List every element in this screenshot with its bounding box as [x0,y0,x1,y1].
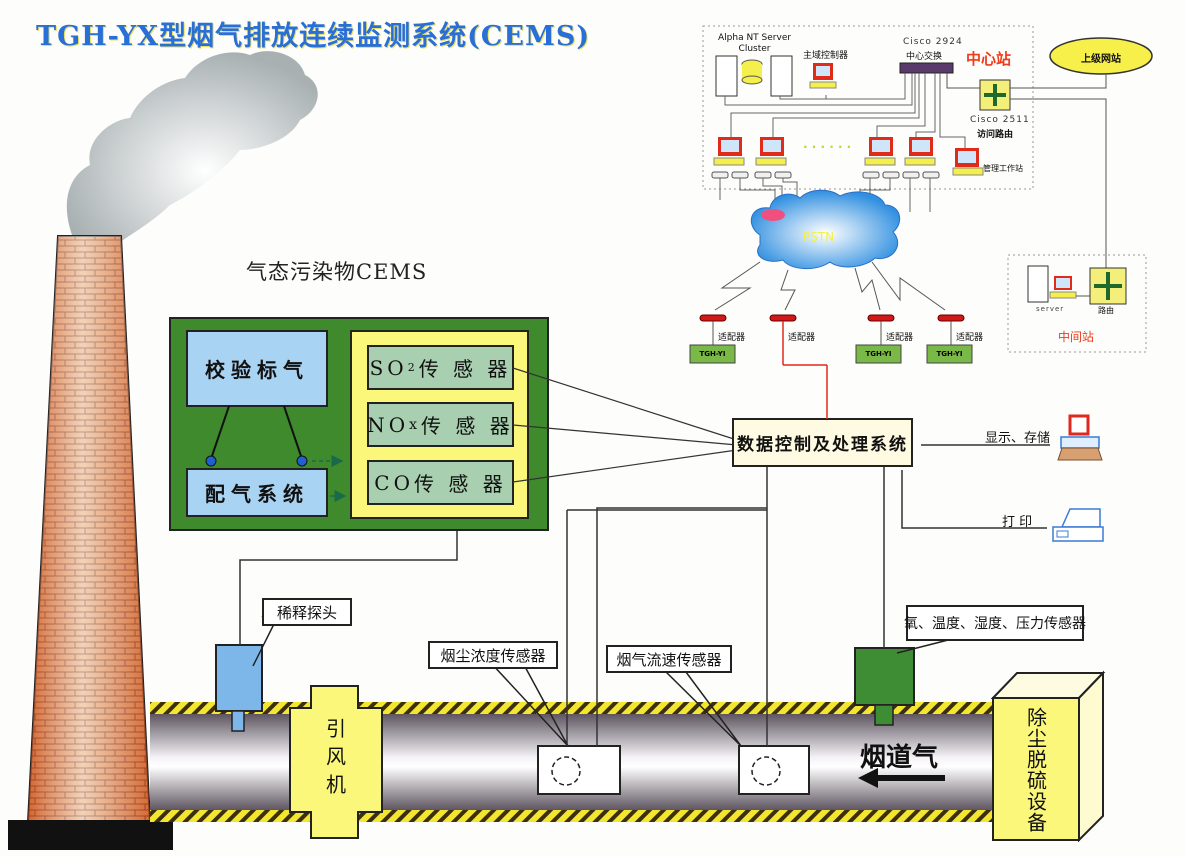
adapter-label: 适配器 [788,333,816,343]
co-sensor[interactable]: CO 传 感 器 [368,461,513,504]
router-label: 访问路由 [977,130,1014,140]
gas-cems-heading: 气态污染物CEMS [246,260,428,284]
dust-sensor-label: 烟尘浓度传感器 [428,641,558,669]
sensor-suffix: 传 感 器 [421,414,514,438]
o2-temp-sensor-label: 氧、温度、湿度、压力传感器 [904,605,1086,641]
management-workstation-label: 管理工作站 [983,164,1023,173]
flue-gas-label: 烟道气 [860,743,939,773]
dilution-probe [215,644,263,712]
server-label: server [1036,305,1065,313]
sensor-formula: NO [367,412,410,437]
tgh-yi-device: TGH-YI [936,350,963,358]
sensor-formula: SO [369,355,408,380]
o2-temp-sensor [854,647,915,706]
adapters [699,314,965,322]
data-system-label[interactable]: 数据控制及处理系统 [737,435,908,455]
sensor-suffix: 传 感 器 [413,472,507,496]
pstn-cloud [750,189,901,269]
intermediate-station-label: 中间站 [1058,330,1095,344]
switch-label: 中心交换 [906,52,943,62]
page-title: TGH-YX型烟气排放连续监测系统(CEMS) [36,21,591,52]
adapter-label: 适配器 [956,333,984,343]
induced-fan-label: 引风机 [322,718,347,802]
printer-icon [1052,508,1104,542]
flow-sensor [738,745,810,795]
flow-sensor-label: 烟气流速传感器 [606,645,732,673]
upper-station-ellipse [1049,37,1153,75]
intermediate-station-area [1007,254,1147,353]
server-cluster-label: Alpha NT Server Cluster [718,33,792,54]
calibration-gas-box[interactable]: 校验标气 [205,358,309,382]
induced-fan [289,685,383,839]
desulfurization-label: 除尘脱硫设备 [1023,707,1048,833]
dilution-probe-label: 稀释探头 [262,598,352,626]
workstations [713,63,984,176]
switch-model-label: Cisco 2924 [903,37,963,47]
center-station-area [702,25,1034,190]
sensor-subscript: 2 [407,361,419,374]
domain-controller-label: 主域控制器 [803,51,849,61]
desulfurization-unit [990,670,1106,843]
intermediate-router-label: 路由 [1098,306,1114,315]
upper-station-label[interactable]: 上级网站 [1081,54,1121,65]
pstn-label: PSTN [803,230,835,244]
center-station-label: 中心站 [966,50,1012,68]
server-cluster-icon [715,55,793,97]
sensor-subscript: x [409,416,422,433]
ellipsis-dots: · · · · · · [803,140,852,154]
data-system-box [732,418,913,467]
tgh-yi-device: TGH-YI [865,350,892,358]
gas-distribution-box[interactable]: 配气系统 [205,482,309,506]
display-storage-label: 显示、存储 [985,431,1051,446]
switch-icon [899,62,954,74]
sensor-suffix: 传 感 器 [418,357,512,381]
dust-sensor [537,745,621,795]
adapter-label: 适配器 [886,333,914,343]
print-label: 打 印 [1002,515,1033,530]
router-icon [979,79,1011,111]
smoke-plume [66,51,318,250]
router-model-label: Cisco 2511 [970,115,1030,125]
adapter-label: 适配器 [718,333,746,343]
tgh-yi-device: TGH-YI [699,350,726,358]
computer-icon [1057,414,1103,461]
chimney [8,235,173,850]
sensor-formula: CO [374,470,414,495]
